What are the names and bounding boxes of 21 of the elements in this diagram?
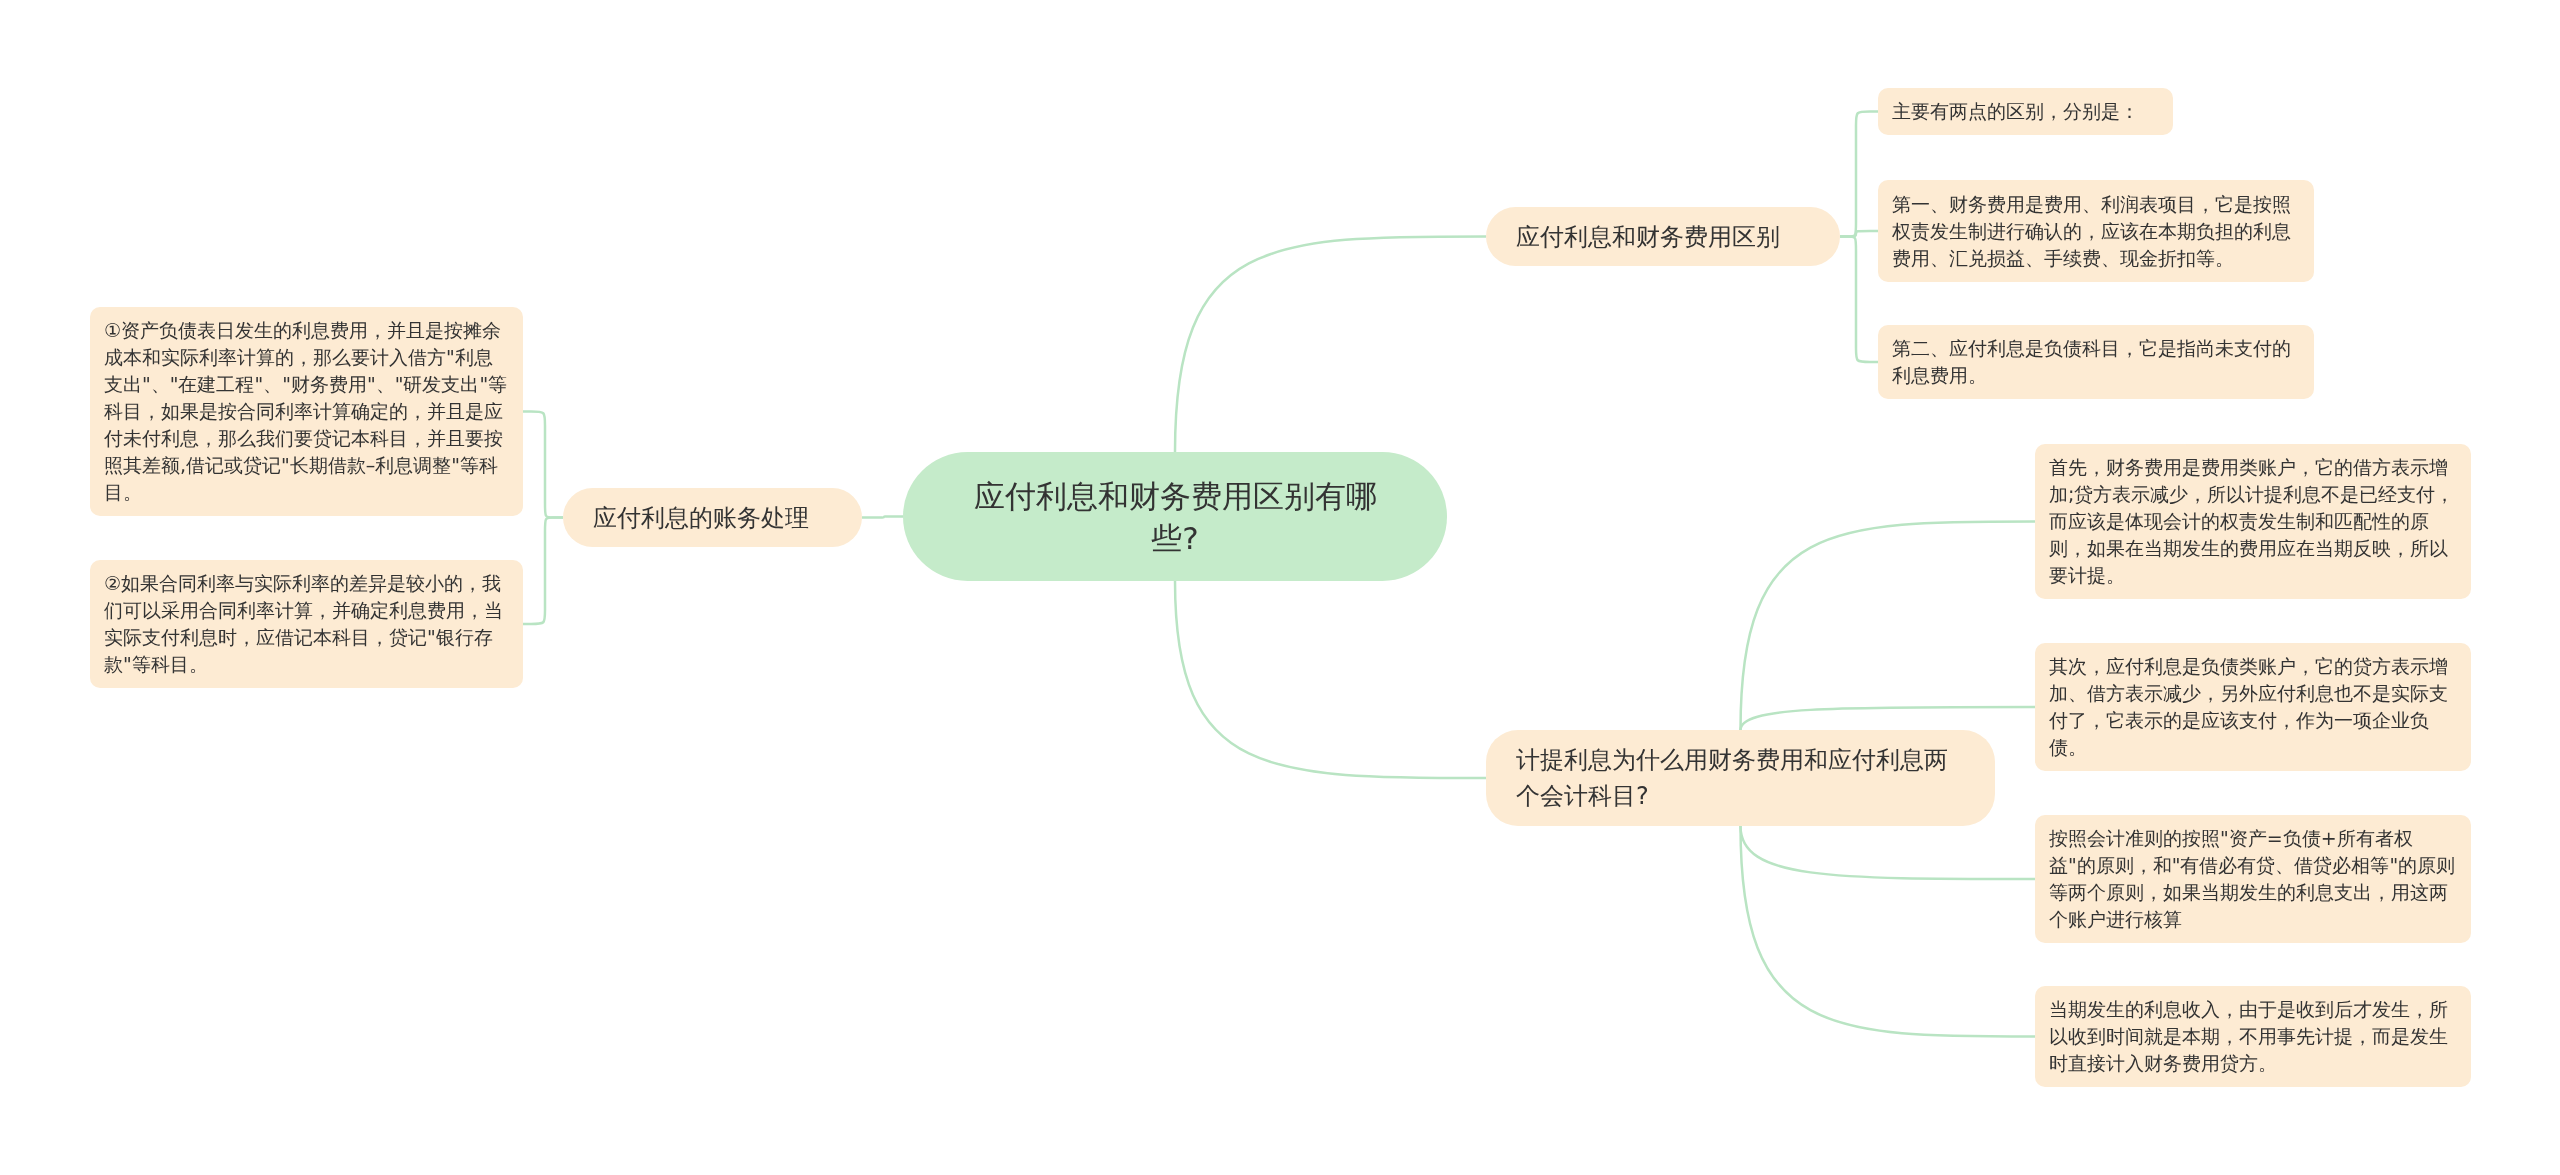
note-card: ①资产负债表日发生的利息费用，并且是按摊余成本和实际利率计算的，那么要计入借方"利息支出"、"在建工程"、"财务费用"、"研发支出"等科目，如果是按合同利率计算确定的，并且是应付未付利息，那么我们要贷记本科目，并且要按照其差额,借记或贷记"长期借款–利息调整"等科目。 [90, 307, 523, 516]
note-card: 第一、财务费用是费用、利润表项目，它是按照权责发生制进行确认的，应该在本期负担的利息费用、汇兑损益、手续费、现金折扣等。 [1878, 180, 2314, 282]
connector-line [862, 515, 903, 519]
branch-topic: 应付利息和财务费用区别 [1486, 207, 1840, 266]
note-card: ②如果合同利率与实际利率的差异是较小的，我们可以采用合同利率计算，并确定利息费用，当实际支付利息时，应借记本科目，贷记"银行存款"等科目。 [90, 560, 523, 688]
note-card: 按照会计准则的按照"资产=负债+所有者权益"的原则，和"有借必有贷、借贷必相等"的原则等两个原则，如果当期发生的利息支出，用这两个账户进行核算 [2035, 815, 2471, 943]
connector-line [1739, 825, 2035, 1038]
branch-topic: 计提利息为什么用财务费用和应付利息两个会计科目? [1486, 730, 1995, 826]
connector-line [1840, 235, 1878, 364]
branch-topic: 应付利息的账务处理 [563, 488, 862, 547]
note-card: 首先，财务费用是费用类账户，它的借方表示增加;贷方表示减少，所以计提利息不是已经支付，而应该是体现会计的权责发生制和匹配性的原则，如果在当期发生的费用应在当期反映，所以要计提。 [2035, 444, 2471, 599]
connector-line [1173, 235, 1486, 453]
note-card: 其次，应付利息是负债类账户，它的贷方表示增加、借方表示减少，另外应付利息也不是实际支付了，它表示的是应该支付，作为一项企业负债。 [2035, 643, 2471, 771]
connector-line [1739, 705, 2035, 731]
connector-line [1739, 520, 2035, 731]
note-card: 当期发生的利息收入，由于是收到后才发生，所以收到时间就是本期，不用事先计提，而是发生时直接计入财务费用贷方。 [2035, 986, 2471, 1087]
connector-line [523, 516, 563, 626]
connector-line [1173, 580, 1486, 780]
note-card: 第二、应付利息是负债科目，它是指尚未支付的利息费用。 [1878, 325, 2314, 399]
central-topic: 应付利息和财务费用区别有哪些? [903, 452, 1447, 581]
note-card: 主要有两点的区别，分别是： [1878, 88, 2173, 135]
